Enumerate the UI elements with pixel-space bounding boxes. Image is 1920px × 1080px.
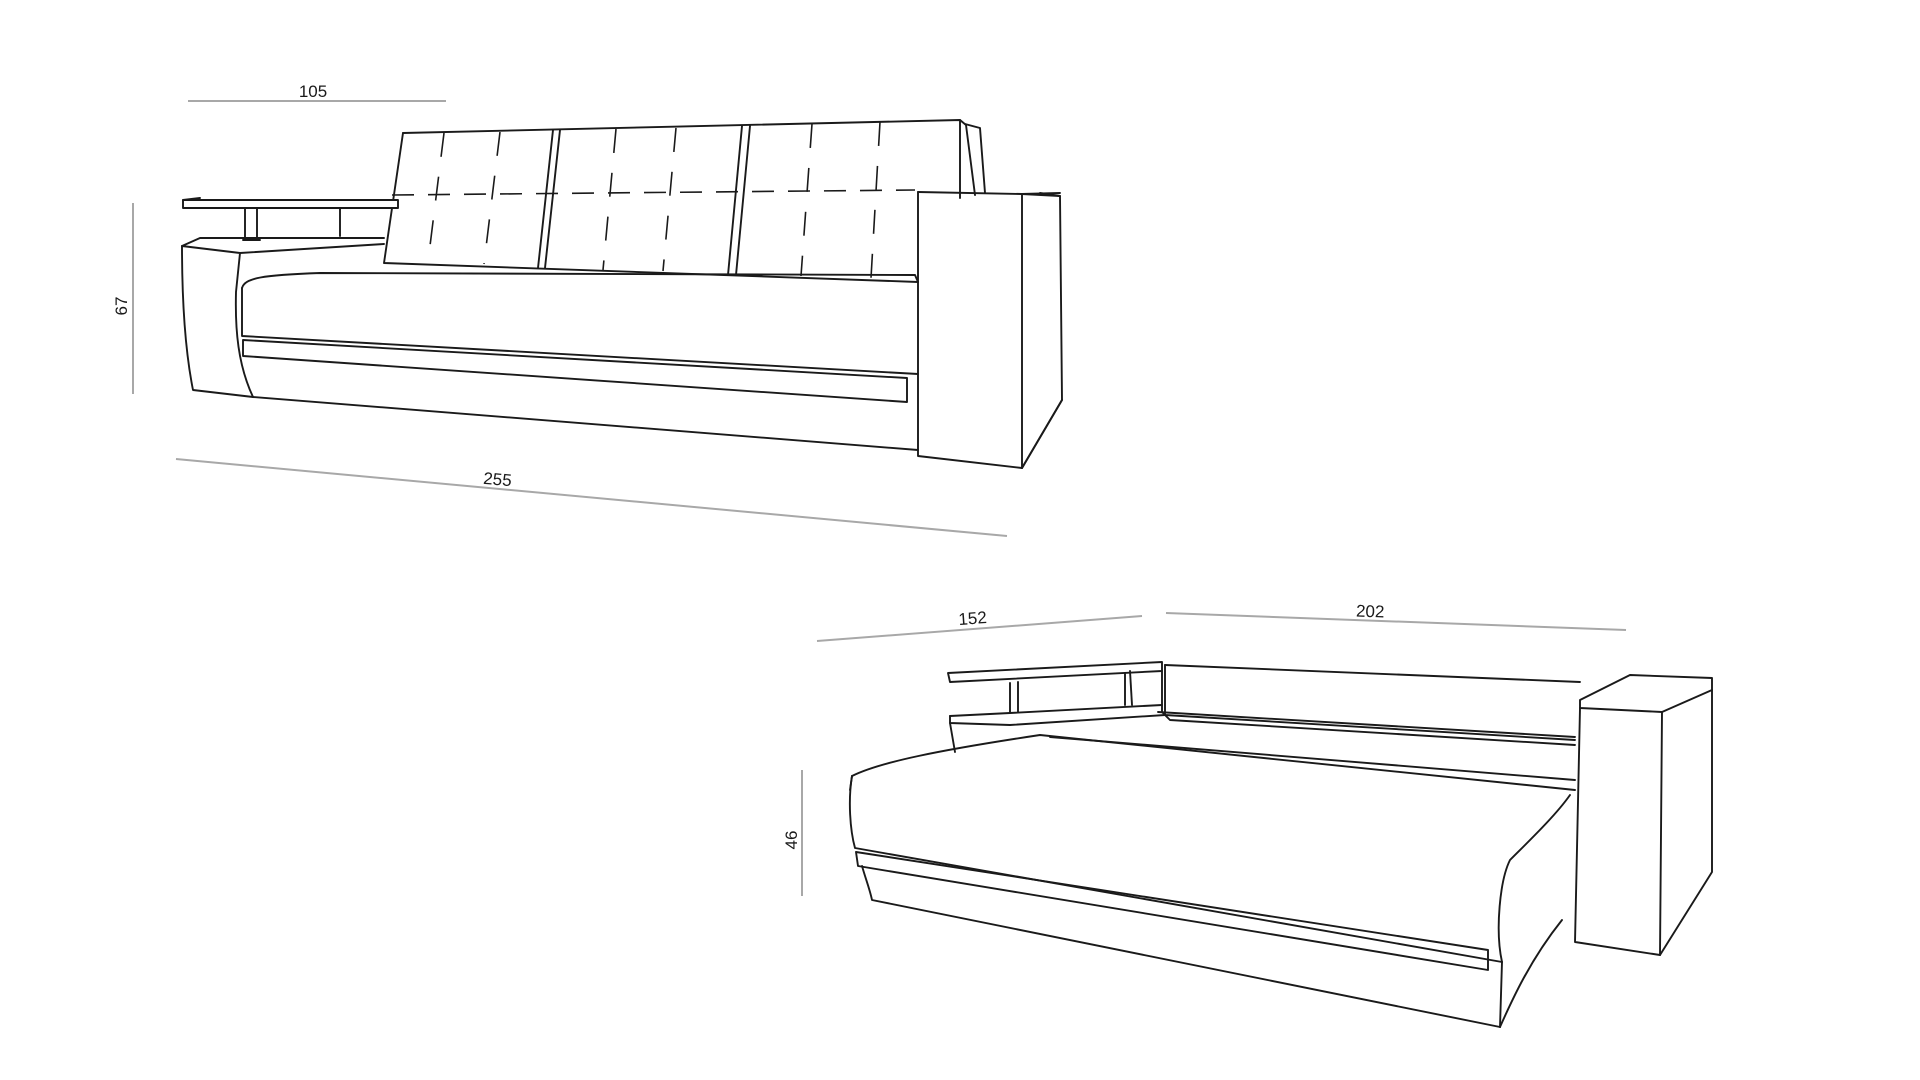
sofa-seat xyxy=(241,272,919,451)
dimension-closed-height: 67 xyxy=(112,203,134,394)
dimension-closed-depth: 105 xyxy=(188,82,446,102)
sofa-open-drawing xyxy=(848,661,1713,1028)
bed-left-shelf xyxy=(947,661,1166,753)
dimension-bed-length: 202 xyxy=(1165,601,1627,631)
dimension-label-closed-depth: 105 xyxy=(299,82,327,101)
dimension-seat-height: 46 xyxy=(782,770,803,896)
bed-right-armrest xyxy=(1574,674,1713,956)
sofa-right-armrest xyxy=(917,191,1063,469)
dimension-label-closed-height: 67 xyxy=(112,297,131,316)
bed-mattress xyxy=(848,734,1576,1028)
dimension-label-seat-height: 46 xyxy=(782,831,801,850)
dimension-bed-depth: 152 xyxy=(816,608,1143,642)
dimension-label-bed-length: 202 xyxy=(1356,601,1385,621)
dimension-label-bed-depth: 152 xyxy=(958,608,988,629)
bed-back-panel xyxy=(1157,664,1581,746)
sofa-closed-drawing xyxy=(181,119,1063,469)
sofa-backrest xyxy=(383,119,986,283)
sofa-left-shelf xyxy=(182,197,399,241)
sofa-left-armrest xyxy=(181,237,385,398)
dimension-closed-width: 255 xyxy=(175,458,1008,537)
dimension-label-closed-width: 255 xyxy=(483,469,513,491)
